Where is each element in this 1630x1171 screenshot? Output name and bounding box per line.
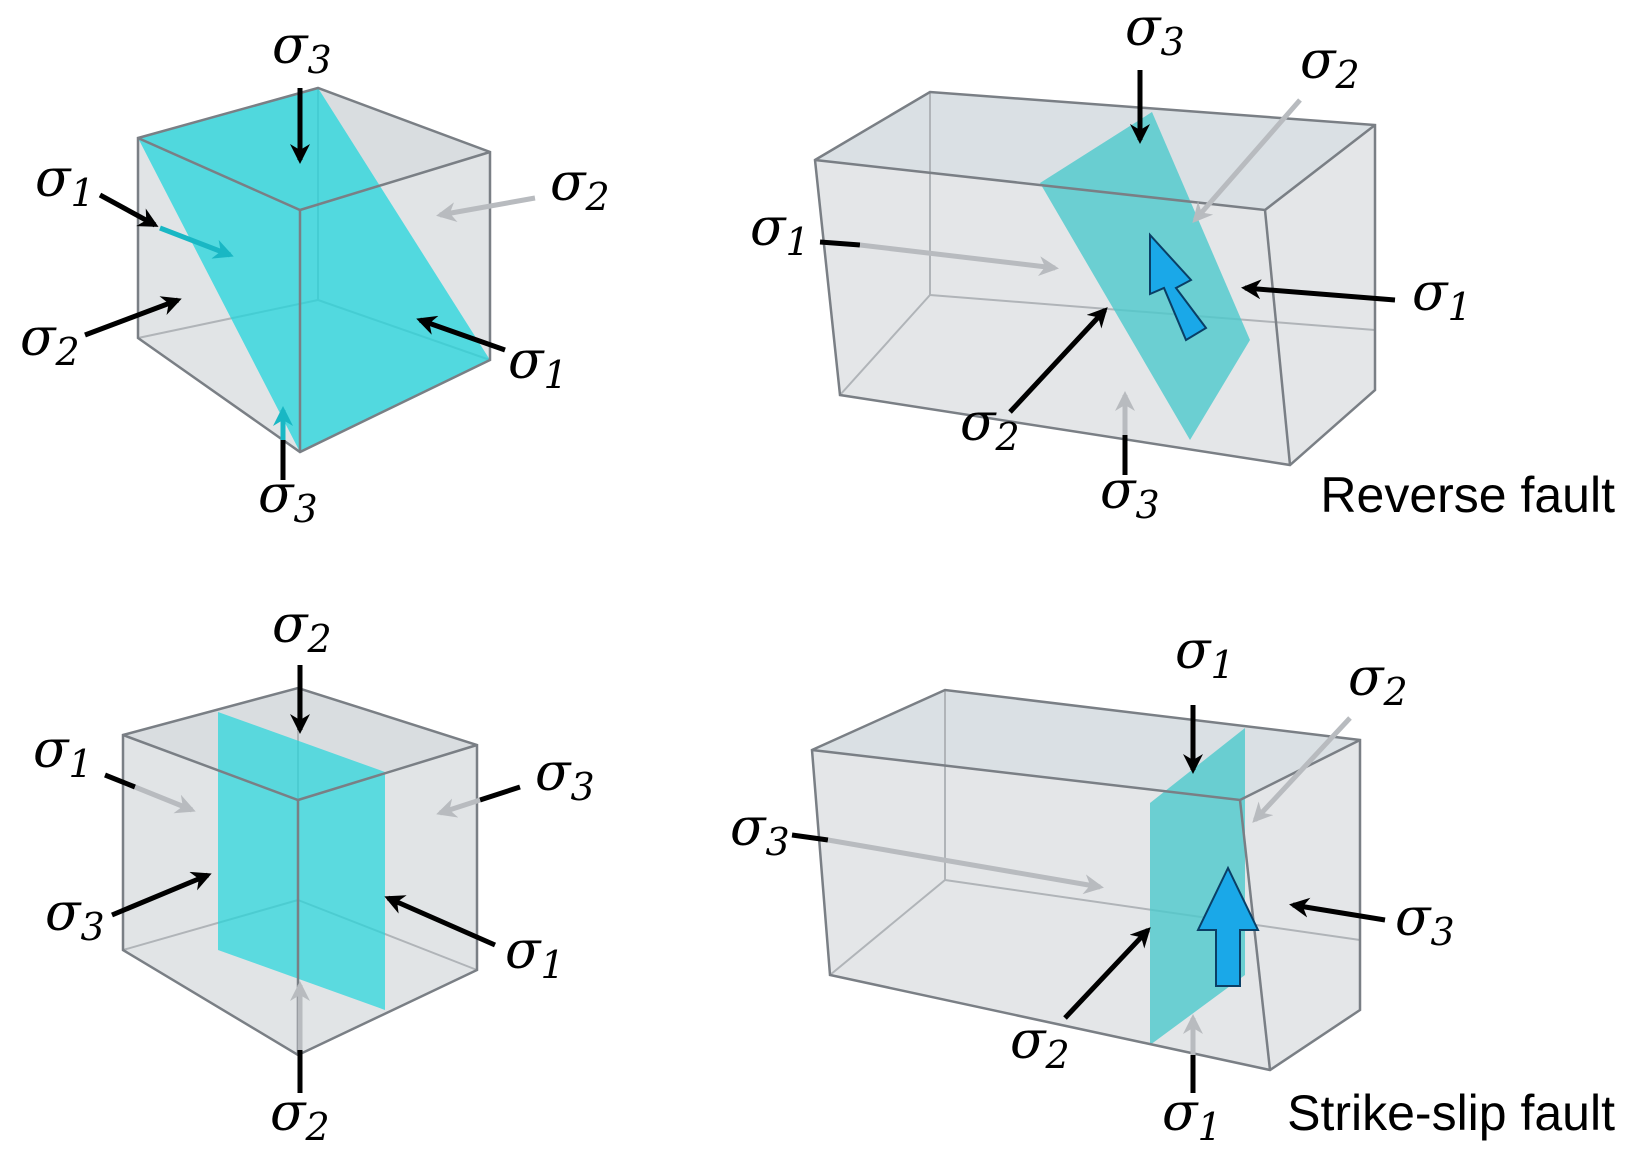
arrow [1192,98,1302,224]
label-sigma2-top: σ2 [1300,31,1360,97]
arrow [84,296,182,338]
arrow [436,797,481,818]
caption-strike-slip-fault: Strike-slip fault [1287,1085,1615,1141]
block-reverse-fault [813,70,1396,475]
arrow [479,784,521,803]
label-sigma3-top: σ3 [1125,0,1185,64]
label-sigma1-right: σ1 [508,331,568,397]
arrow [134,784,196,814]
label-sigma1-left: σ1 [35,149,95,215]
label-sigma3-top: σ3 [272,16,332,82]
fault-plane [138,88,490,452]
label-sigma2-top: σ2 [272,595,332,661]
label-sigma3-left: σ3 [730,798,790,864]
arrow [827,837,1104,895]
label-sigma1-right: σ1 [1412,263,1472,329]
cube-top-left [84,86,536,480]
label-sigma3-left: σ3 [45,883,105,949]
arrow [436,195,536,223]
fault-plane [1040,112,1250,440]
label-sigma2-bottom: σ2 [270,1083,330,1149]
slip-arrow [1149,232,1208,342]
arrow [111,871,212,918]
label-sigma2-top: σ2 [1348,648,1408,714]
block-strike-slip-fault [791,688,1386,1093]
cube-bottom-left [104,665,521,1093]
arrow [159,225,234,259]
arrow [104,772,136,790]
label-sigma2-bottom: σ2 [1010,1011,1070,1077]
arrow [1063,927,1151,1020]
arrow [791,832,829,843]
label-sigma1-bottom: σ1 [1162,1083,1222,1149]
arrow [1008,307,1108,414]
arrow [1289,897,1386,923]
label-sigma1-left: σ1 [33,720,93,786]
arrow [384,895,497,948]
arrow [859,242,1059,277]
slip-arrow [1196,865,1260,987]
caption-reverse-fault: Reverse fault [1320,467,1615,523]
label-sigma2-left: σ2 [20,308,80,374]
arrow [416,315,506,353]
arrow [1241,279,1396,303]
label-sigma3-bottom: σ3 [1100,461,1160,527]
label-sigma3-right: σ3 [1395,888,1455,954]
label-sigma1-top: σ1 [1175,621,1235,687]
label-sigma3-bottom: σ3 [258,465,318,531]
label-sigma3-right: σ3 [535,743,595,809]
label-sigma2-right: σ2 [550,153,610,219]
label-sigma1-right: σ1 [505,921,565,987]
arrow [819,239,861,248]
label-sigma2-bottom: σ2 [960,393,1020,459]
label-sigma1-left: σ1 [750,198,810,264]
arrow [98,192,159,228]
arrow [1252,716,1352,823]
